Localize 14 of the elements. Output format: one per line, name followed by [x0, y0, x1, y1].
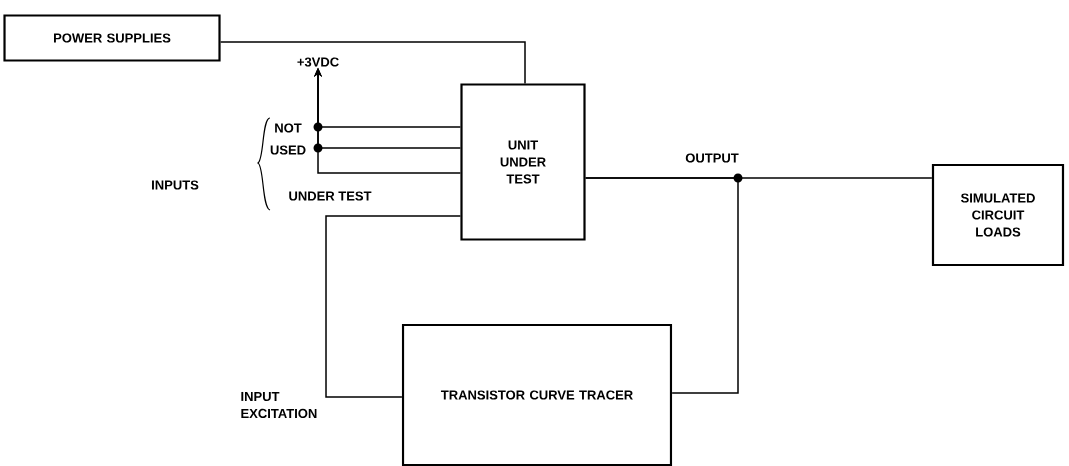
- edge-label: INPUT EXCITATION: [239, 390, 317, 420]
- block-box: UNIT UNDER TEST: [460, 83, 586, 241]
- connector: [584, 177, 739, 394]
- edge-label: OUTPUT: [684, 152, 740, 164]
- block-box: POWER SUPPLIES: [3, 14, 221, 62]
- text-label: INPUTS: [152, 180, 199, 190]
- terminal-label: +3VDC: [297, 57, 339, 67]
- text-label: UNDER TEST: [289, 191, 372, 201]
- block-box: SIMULATED CIRCUIT LOADS: [931, 163, 1065, 267]
- text-label: USED: [270, 145, 306, 155]
- text-label: NOT: [275, 123, 302, 133]
- connector: [219, 41, 526, 85]
- block-box: TRANSISTOR CURVE TRACER: [401, 323, 673, 466]
- connector: [325, 215, 462, 398]
